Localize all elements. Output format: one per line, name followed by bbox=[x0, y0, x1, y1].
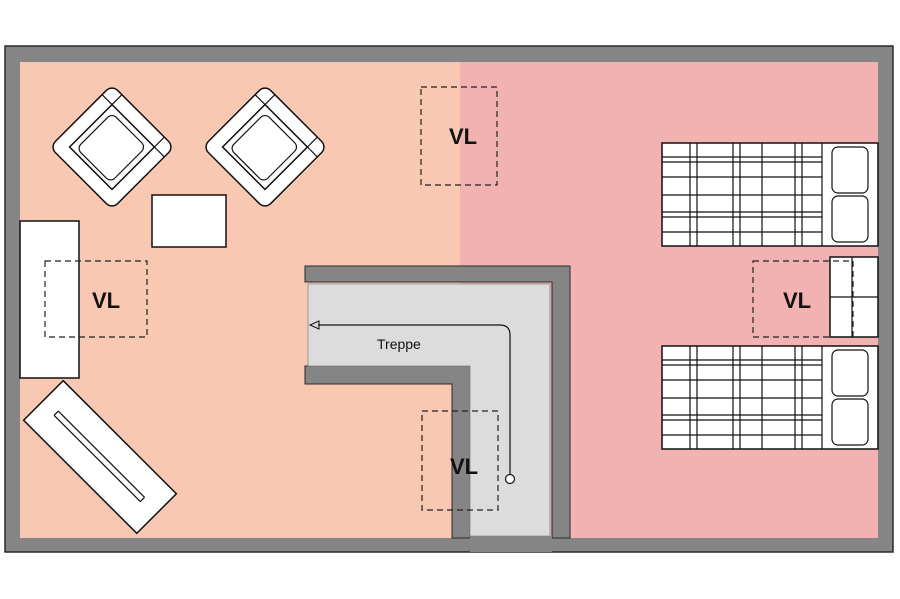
vl-box-left bbox=[44, 260, 148, 338]
stair-start-circle bbox=[504, 473, 516, 485]
sofa-icon bbox=[22, 379, 178, 535]
coffee-table bbox=[151, 194, 227, 248]
armchair-left-icon bbox=[52, 87, 172, 207]
vl-label-right: VL bbox=[783, 288, 811, 313]
stair-label: Treppe bbox=[377, 336, 421, 352]
armchair-right-icon bbox=[205, 87, 325, 207]
vl-box-stair bbox=[421, 410, 499, 511]
bed-top-icon bbox=[661, 142, 879, 247]
stair-arrow-line bbox=[318, 324, 511, 474]
vl-box-top bbox=[420, 86, 498, 186]
bed-bottom-icon bbox=[661, 345, 879, 450]
vl-label-left: VL bbox=[92, 288, 120, 313]
vl-label-stair: VL bbox=[450, 454, 478, 479]
vl-label-top: VL bbox=[449, 124, 477, 149]
stair-bottom-wall bbox=[470, 536, 552, 552]
stair-floor bbox=[307, 283, 551, 537]
vl-box-right bbox=[752, 260, 854, 338]
nightstand bbox=[829, 256, 879, 338]
sideboard bbox=[19, 220, 80, 379]
stair-arrow-head bbox=[308, 320, 320, 330]
